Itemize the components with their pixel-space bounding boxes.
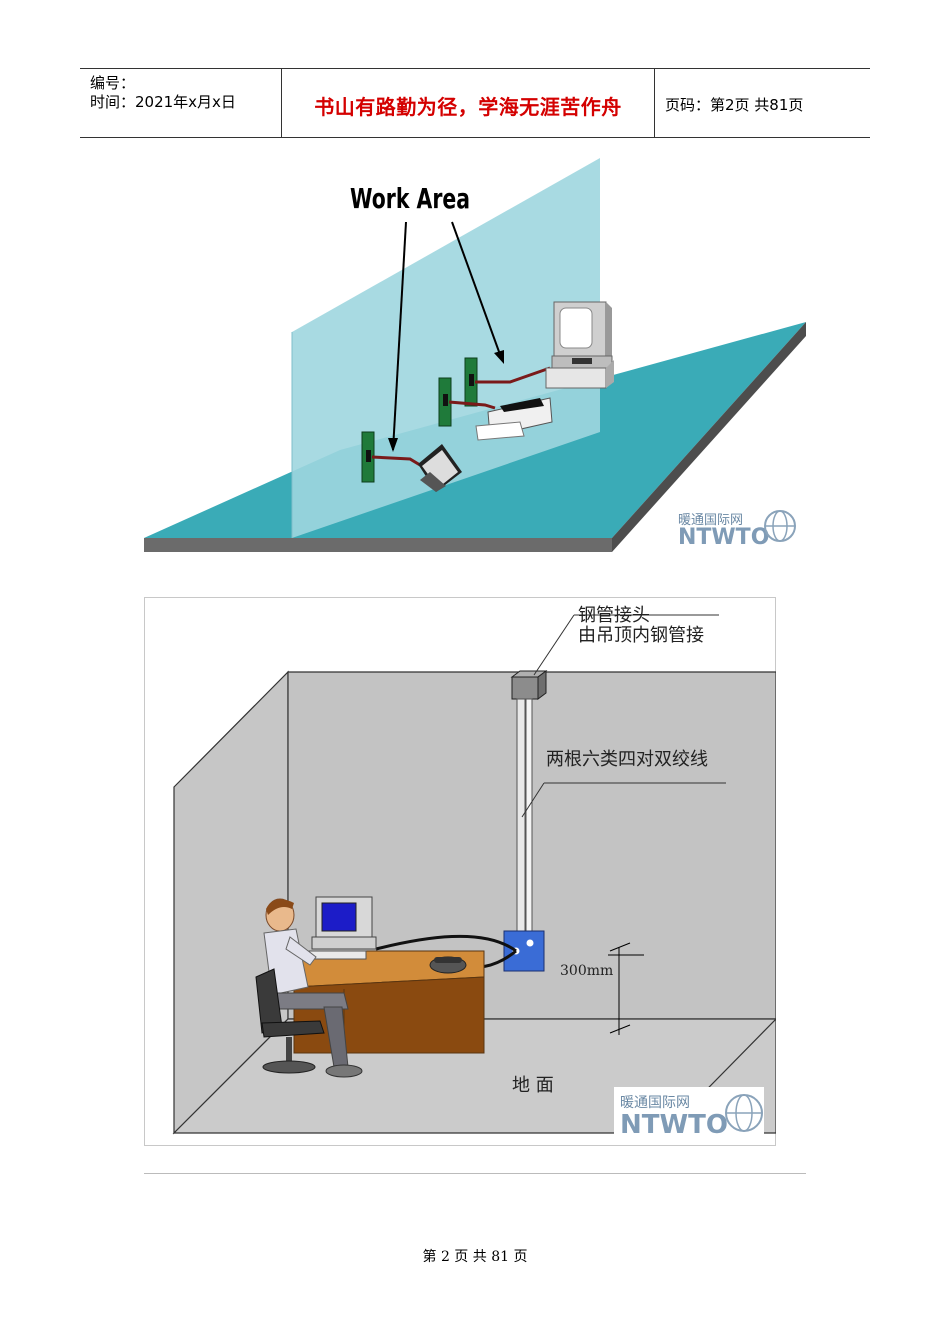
arrow-to-outlet <box>392 221 407 451</box>
desk-front <box>293 976 485 1054</box>
watermark-logo: 暖通国际网 NTWTO <box>614 1087 764 1140</box>
seated-person <box>263 898 363 1078</box>
wall-outlet-box <box>503 930 545 972</box>
time-label: 时间：2021年x月x日 <box>90 93 236 111</box>
work-area-illustration: Work Area 暖通国际网 NTWTO <box>144 158 806 552</box>
cable-to-computer <box>375 934 517 953</box>
footer-divider <box>144 1173 806 1174</box>
serial-label: 编号： <box>90 74 136 92</box>
svg-text:暖通国际网: 暖通国际网 <box>620 1095 690 1111</box>
height-label: 300mm <box>560 963 613 979</box>
office-wiring-illustration: 钢管接头 由吊顶内钢管接 两根六类四对双绞线 300mm 地 面 暖通国际网 N… <box>144 597 776 1146</box>
watermark-logo: 暖通国际网 NTWTO <box>678 510 796 550</box>
svg-text:NTWTO: NTWTO <box>678 525 769 550</box>
steel-pipe-joint <box>511 676 539 700</box>
motto-text: 书山有路勤为径，学海无涯苦作舟 <box>314 95 622 119</box>
floor-label: 地 面 <box>512 1075 554 1096</box>
header-page-cell: 页码：第2页 共81页 <box>655 69 870 137</box>
desktop-computer <box>299 896 377 960</box>
cable-label: 两根六类四对双绞线 <box>546 749 708 770</box>
joint-label: 钢管接头 <box>578 605 650 626</box>
cable-2 <box>448 400 496 410</box>
svg-text:NTWTO: NTWTO <box>620 1110 728 1140</box>
header-meta-cell: 编号： 时间：2021年x月x日 <box>80 69 282 137</box>
floor-side-edge <box>612 322 806 552</box>
desk-phone <box>429 956 467 974</box>
printer-device <box>475 397 553 441</box>
office-chair <box>255 968 325 1074</box>
work-area-title: Work Area <box>350 182 470 215</box>
header-motto-cell: 书山有路勤为径，学海无涯苦作舟 <box>282 69 655 137</box>
conduit-pipe <box>516 698 526 936</box>
page-info: 页码：第2页 共81页 <box>665 96 804 114</box>
floor-front-edge <box>144 538 612 552</box>
page-header: 编号： 时间：2021年x月x日 书山有路勤为径，学海无涯苦作舟 页码：第2页 … <box>80 68 870 138</box>
joint-sub-label: 由吊顶内钢管接 <box>578 625 704 646</box>
cable-3 <box>475 366 551 384</box>
svg-text:暖通国际网: 暖通国际网 <box>678 513 743 528</box>
telephone-device <box>418 444 462 492</box>
page-footer: 第 2 页 共 81 页 <box>422 1249 528 1265</box>
computer-device <box>545 301 614 389</box>
arrow-to-computer-outlet <box>451 221 503 361</box>
